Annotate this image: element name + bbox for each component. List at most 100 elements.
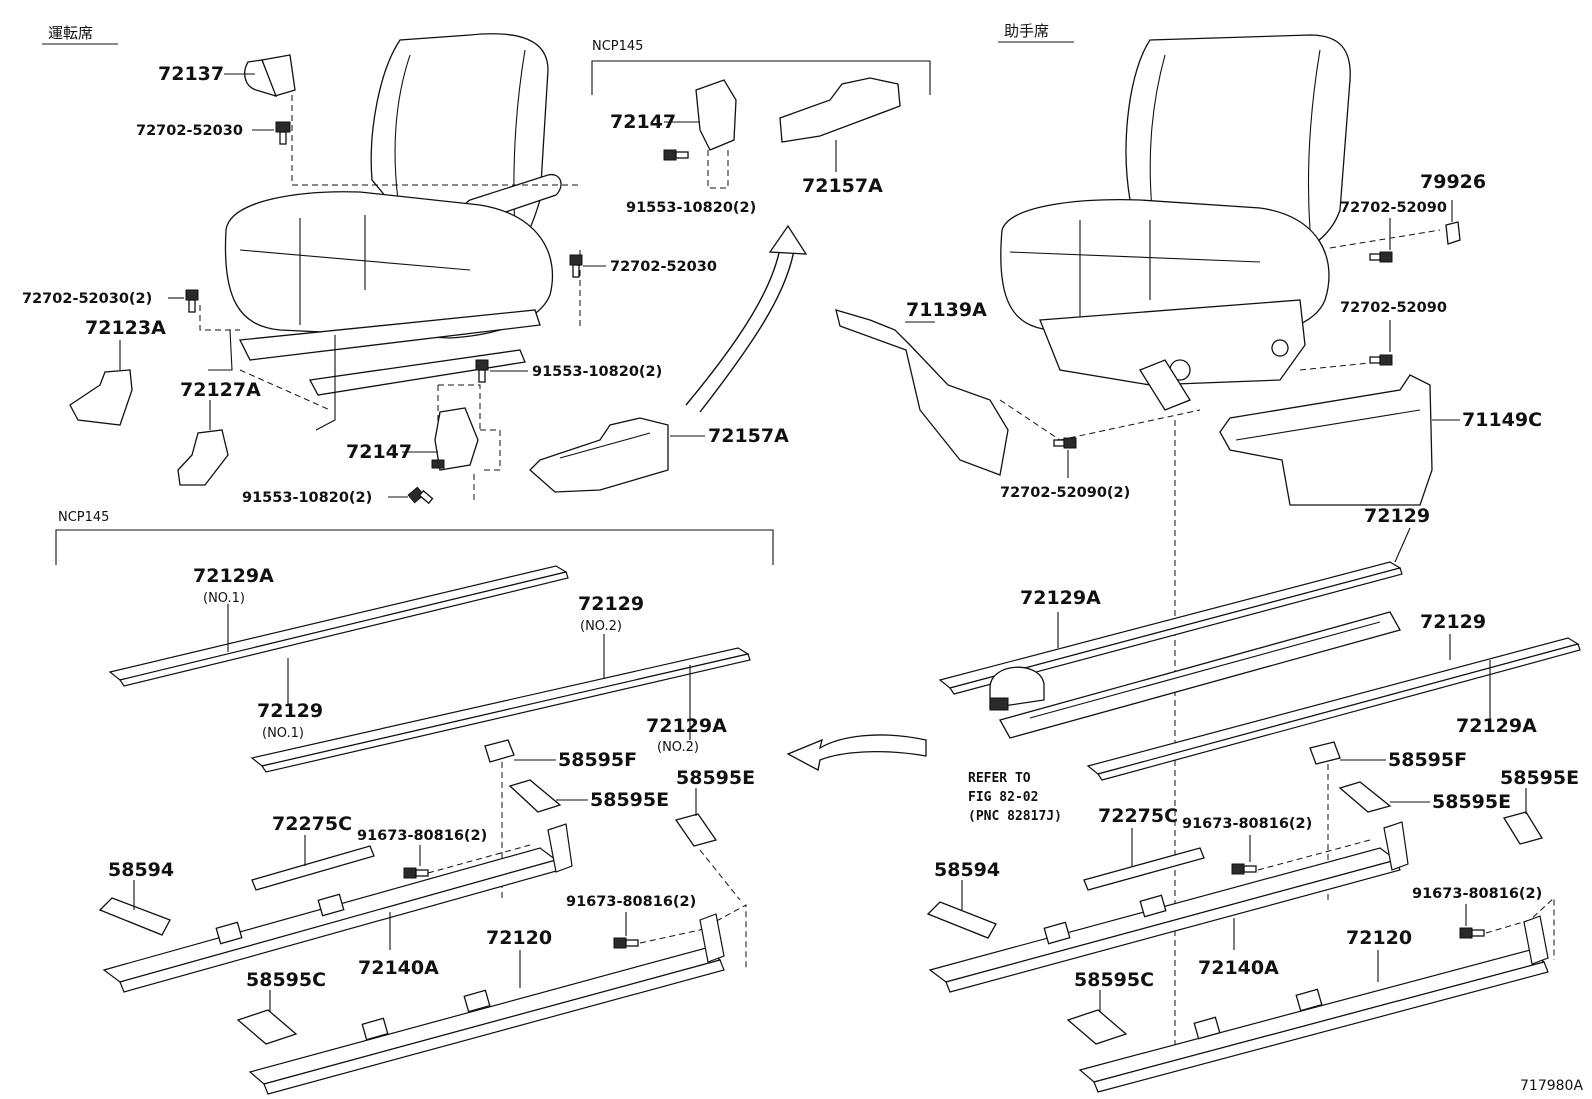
refer-line-1: REFER TO xyxy=(968,771,1031,786)
label-72147-lower: 72147 xyxy=(346,441,412,463)
bolt-72702-52090-x2: 72702-52090(2) xyxy=(1000,437,1130,501)
label-right-58594: 58594 xyxy=(934,859,1000,881)
label-72702-52090-middle: 72702-52090 xyxy=(1340,300,1447,316)
part-58595F-right: 58595F xyxy=(1309,741,1467,900)
bolt-72702-52090-upper: 72702-52090 xyxy=(1340,200,1447,263)
label-left-72275C: 72275C xyxy=(272,813,352,835)
bolt-91553-10820-mid: 91553-10820(2) xyxy=(475,359,662,383)
part-58595C-right: 58595C xyxy=(1066,969,1154,1045)
label-left-58595E-a: 58595E xyxy=(590,789,669,811)
label-right-72120: 72120 xyxy=(1346,927,1412,949)
part-72147-ncp: 72147 xyxy=(610,79,737,189)
label-72157A-ncp: 72157A xyxy=(802,175,883,197)
part-58595E-right-b: 58595E xyxy=(1500,767,1579,845)
part-72275C-right: 72275C xyxy=(1083,805,1205,891)
section-header-passenger: 助手席 xyxy=(998,22,1074,43)
label-left-58595E-b: 58595E xyxy=(676,767,755,789)
part-58594-left: 58594 xyxy=(98,859,174,936)
label-left-72140A: 72140A xyxy=(358,957,439,979)
driver-seat-label: 運転席 xyxy=(48,24,93,42)
label-right-72275C: 72275C xyxy=(1098,805,1178,827)
part-72120-left: 72120 xyxy=(248,913,725,1095)
label-right-72129-mid: 72129 xyxy=(1420,611,1486,633)
part-71149C: 71149C xyxy=(1219,374,1542,506)
label-right-72129-top: 72129 xyxy=(1364,505,1430,527)
bolt-91553-10820-ncp: 91553-10820(2) xyxy=(626,149,756,216)
part-58594-right: 58594 xyxy=(926,859,1000,939)
ncp145-top-bracket: NCP145 xyxy=(591,39,931,95)
ncp145-bottom-label: NCP145 xyxy=(58,510,109,525)
bolt-91673-80816-right-a: 91673-80816(2) xyxy=(1182,816,1371,875)
label-72702-52030-top: 72702-52030 xyxy=(136,123,243,139)
refer-line-2: FIG 82-02 xyxy=(968,790,1038,805)
label-left-no1-a: (NO.1) xyxy=(203,591,245,606)
arrow-curved-up xyxy=(685,224,808,413)
label-left-58594: 58594 xyxy=(108,859,174,881)
label-right-58595E-b: 58595E xyxy=(1500,767,1579,789)
label-left-72129-no2: 72129 xyxy=(578,593,644,615)
label-left-91673-b: 91673-80816(2) xyxy=(566,894,696,910)
part-72140A-left: 72140A xyxy=(102,823,573,993)
label-right-72129A: 72129A xyxy=(1020,587,1101,609)
driver-seat-illustration xyxy=(199,33,581,500)
part-72157A-ncp: 72157A xyxy=(779,77,901,197)
refer-note: REFER TO FIG 82-02 (PNC 82817J) xyxy=(968,771,1062,824)
part-72137: 72137 xyxy=(158,54,296,98)
section-header-driver: 運転席 xyxy=(42,24,118,45)
label-left-no2-a: (NO.2) xyxy=(580,619,622,634)
label-91553-10820-bottom: 91553-10820(2) xyxy=(242,490,372,506)
part-72157A-lower: 72157A xyxy=(529,417,789,493)
label-71139A: 71139A xyxy=(906,299,987,321)
bolt-72702-52030-x2: 72702-52030(2) xyxy=(22,289,199,313)
label-72702-52090-upper: 72702-52090 xyxy=(1340,200,1447,216)
part-72127A: 72127A xyxy=(177,379,261,486)
label-72702-52090-x2: 72702-52090(2) xyxy=(1000,485,1130,501)
label-left-58595F: 58595F xyxy=(558,749,637,771)
bolt-91673-80816-left-b: 91673-80816(2) xyxy=(566,894,747,970)
label-right-72129A-b: 72129A xyxy=(1456,715,1537,737)
label-91553-10820-ncp: 91553-10820(2) xyxy=(626,200,756,216)
label-left-72129-no1: 72129 xyxy=(257,700,323,722)
part-58595E-left-a: 58595E xyxy=(508,779,669,813)
label-72147-ncp: 72147 xyxy=(610,111,676,133)
label-left-no1-b: (NO.1) xyxy=(262,726,304,741)
part-72120-right: 72120 xyxy=(1078,915,1549,1093)
label-right-58595F: 58595F xyxy=(1388,749,1467,771)
refer-line-3: (PNC 82817J) xyxy=(968,809,1062,824)
label-right-72140A: 72140A xyxy=(1198,957,1279,979)
label-left-72129A-no2: 72129A xyxy=(646,715,727,737)
passenger-seat-label: 助手席 xyxy=(1004,22,1049,40)
label-left-91673-a: 91673-80816(2) xyxy=(357,828,487,844)
label-91553-10820-mid: 91553-10820(2) xyxy=(532,364,662,380)
bolt-72702-52090-middle: 72702-52090 xyxy=(1340,300,1447,366)
label-72123A: 72123A xyxy=(85,317,166,339)
label-72127A: 72127A xyxy=(180,379,261,401)
label-72137: 72137 xyxy=(158,63,224,85)
part-72275C-left: 72275C xyxy=(251,813,375,891)
arrow-left xyxy=(786,734,927,771)
label-right-58595E-a: 58595E xyxy=(1432,791,1511,813)
part-58595C-left: 58595C xyxy=(236,969,326,1045)
part-79926: 79926 xyxy=(1420,171,1486,245)
label-72702-52030-x2: 72702-52030(2) xyxy=(22,291,152,307)
figure-id: 717980A xyxy=(1520,1078,1583,1094)
ncp145-top-label: NCP145 xyxy=(592,39,643,54)
part-72147-lower: 72147 xyxy=(346,407,479,471)
label-72702-52030-right: 72702-52030 xyxy=(610,259,717,275)
label-left-72129A-no1: 72129A xyxy=(193,565,274,587)
part-58595E-right-a: 58595E xyxy=(1338,781,1511,813)
label-79926: 79926 xyxy=(1420,171,1486,193)
label-left-no2-b: (NO.2) xyxy=(657,740,699,755)
part-58595E-left-b: 58595E xyxy=(674,767,755,901)
bolt-91673-80816-left-a: 91673-80816(2) xyxy=(357,828,531,879)
ncp145-bottom-bracket: NCP145 xyxy=(55,510,774,565)
label-right-91673-a: 91673-80816(2) xyxy=(1182,816,1312,832)
passenger-seat-illustration xyxy=(999,34,1441,1060)
right-rails xyxy=(938,527,1581,781)
bolt-91673-80816-right-b: 91673-80816(2) xyxy=(1412,886,1555,960)
part-72123A: 72123A xyxy=(69,317,166,426)
label-71149C: 71149C xyxy=(1462,409,1542,431)
label-left-72120: 72120 xyxy=(486,927,552,949)
bolt-91553-10820-bottom: 91553-10820(2) xyxy=(242,486,434,506)
